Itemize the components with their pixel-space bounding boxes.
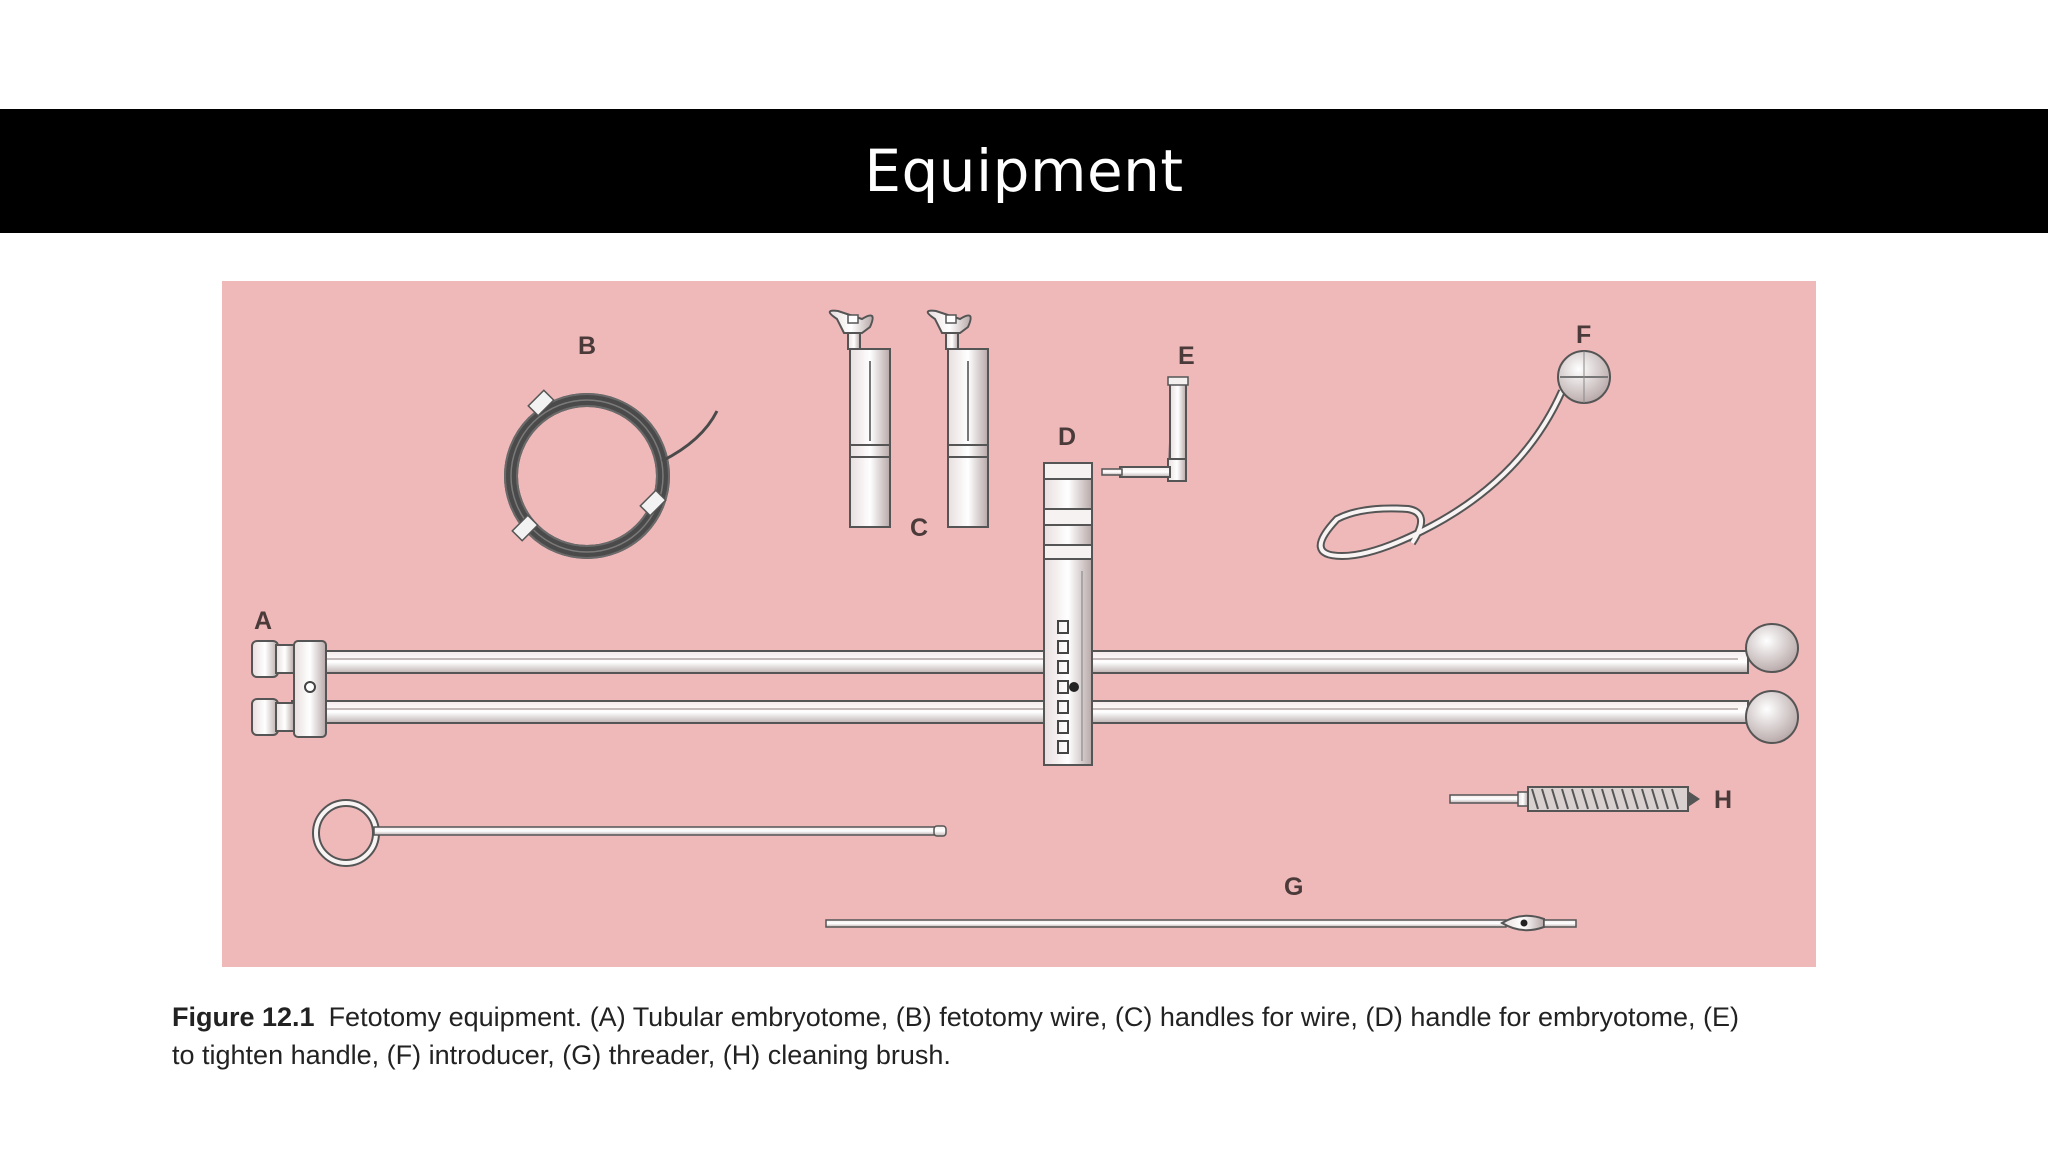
caption-line-2: to tighten handle, (F) introducer, (G) t… [172, 1040, 951, 1070]
caption-line-1: Figure 12.1 Fetotomy equipment. (A) Tubul… [172, 998, 1872, 1036]
embryotome-handle [1043, 462, 1093, 766]
label-b: B [578, 332, 596, 360]
label-h: H [1714, 786, 1732, 814]
threader [825, 914, 1577, 932]
figure-caption: Figure 12.1 Fetotomy equipment. (A) Tubul… [172, 998, 1872, 1074]
equipment-drawing: B [251, 309, 1799, 932]
figure-illustration: B [222, 281, 1816, 967]
slide-title: Equipment [864, 137, 1184, 205]
label-d: D [1058, 423, 1076, 451]
fetotomy-wire-coil [504, 389, 719, 559]
cleaning-brush [1449, 786, 1700, 812]
label-f: F [1576, 321, 1591, 349]
introducer [1316, 350, 1611, 561]
label-e: E [1178, 342, 1195, 370]
label-c: C [910, 514, 928, 542]
label-a: A [254, 607, 272, 635]
label-g: G [1284, 873, 1303, 901]
ring-rod [312, 799, 947, 867]
figure-number: Figure 12.1 [172, 1002, 315, 1032]
caption-text-1: Fetotomy equipment. (A) Tubular embryoto… [328, 1002, 1740, 1032]
wire-handles [828, 309, 989, 528]
tubular-embryotome [251, 623, 1799, 744]
tightening-key [1101, 376, 1189, 482]
title-bar: Equipment [0, 109, 2048, 233]
